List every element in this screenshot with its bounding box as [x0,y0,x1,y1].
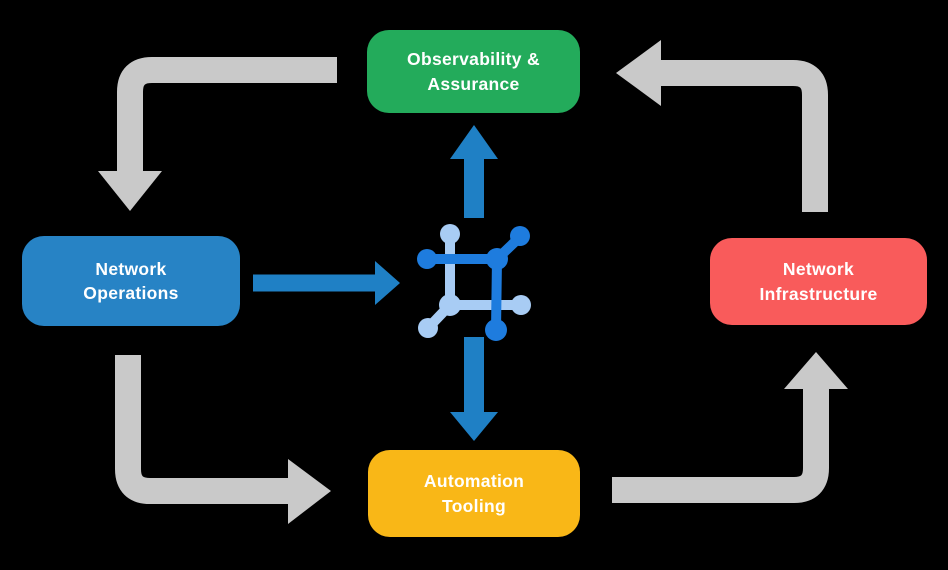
arrow-right-head-icon [288,459,331,524]
arrow-left-head-icon [616,40,661,106]
node-observability-assurance-label: Observability & Assurance [407,49,540,94]
arrow-observability-to-operations-line [117,57,337,173]
node-automation-tooling-label: Automation Tooling [423,471,525,516]
node-automation-tooling: Automation Tooling [368,450,580,537]
arrow-up-head-icon [450,125,498,159]
mesh-edge-right [491,254,502,335]
mesh-node-top-right [510,226,530,246]
arrow-down-head-icon [98,171,162,211]
arrow-right-head-icon [375,261,400,305]
mesh-node-right [511,295,531,315]
node-network-operations-label: Network Operations [83,258,179,304]
arrow-operations-to-automation [115,355,331,524]
arrow-up-head-icon [784,352,848,389]
arrow-infrastructure-to-observability [616,40,828,212]
node-network-infrastructure: Network Infrastructure [710,238,927,325]
arrow-observability-to-operations [98,57,337,211]
node-network-infrastructure-label: Network Infrastructure [759,259,878,304]
arrow-automation-to-infrastructure [612,352,848,503]
network-mesh-icon [417,224,531,341]
mesh-node-left [417,249,437,269]
arrow-operations-to-center [253,261,400,305]
arrow-infrastructure-to-observability-line [660,60,828,212]
arrow-down-head-icon [450,412,498,441]
arrow-center-to-observability [450,125,498,218]
mesh-node-bottom-left [418,318,438,338]
arrow-operations-to-automation-line [115,355,288,504]
mesh-node-bottom [485,319,507,341]
mesh-junction-top-right [486,248,508,270]
arrow-automation-to-infrastructure-line [612,389,829,503]
mesh-junction-bottom-left [439,294,461,316]
arrow-center-to-automation [450,337,498,441]
node-observability-assurance: Observability & Assurance [367,30,580,113]
node-network-operations: Network Operations [22,236,240,326]
